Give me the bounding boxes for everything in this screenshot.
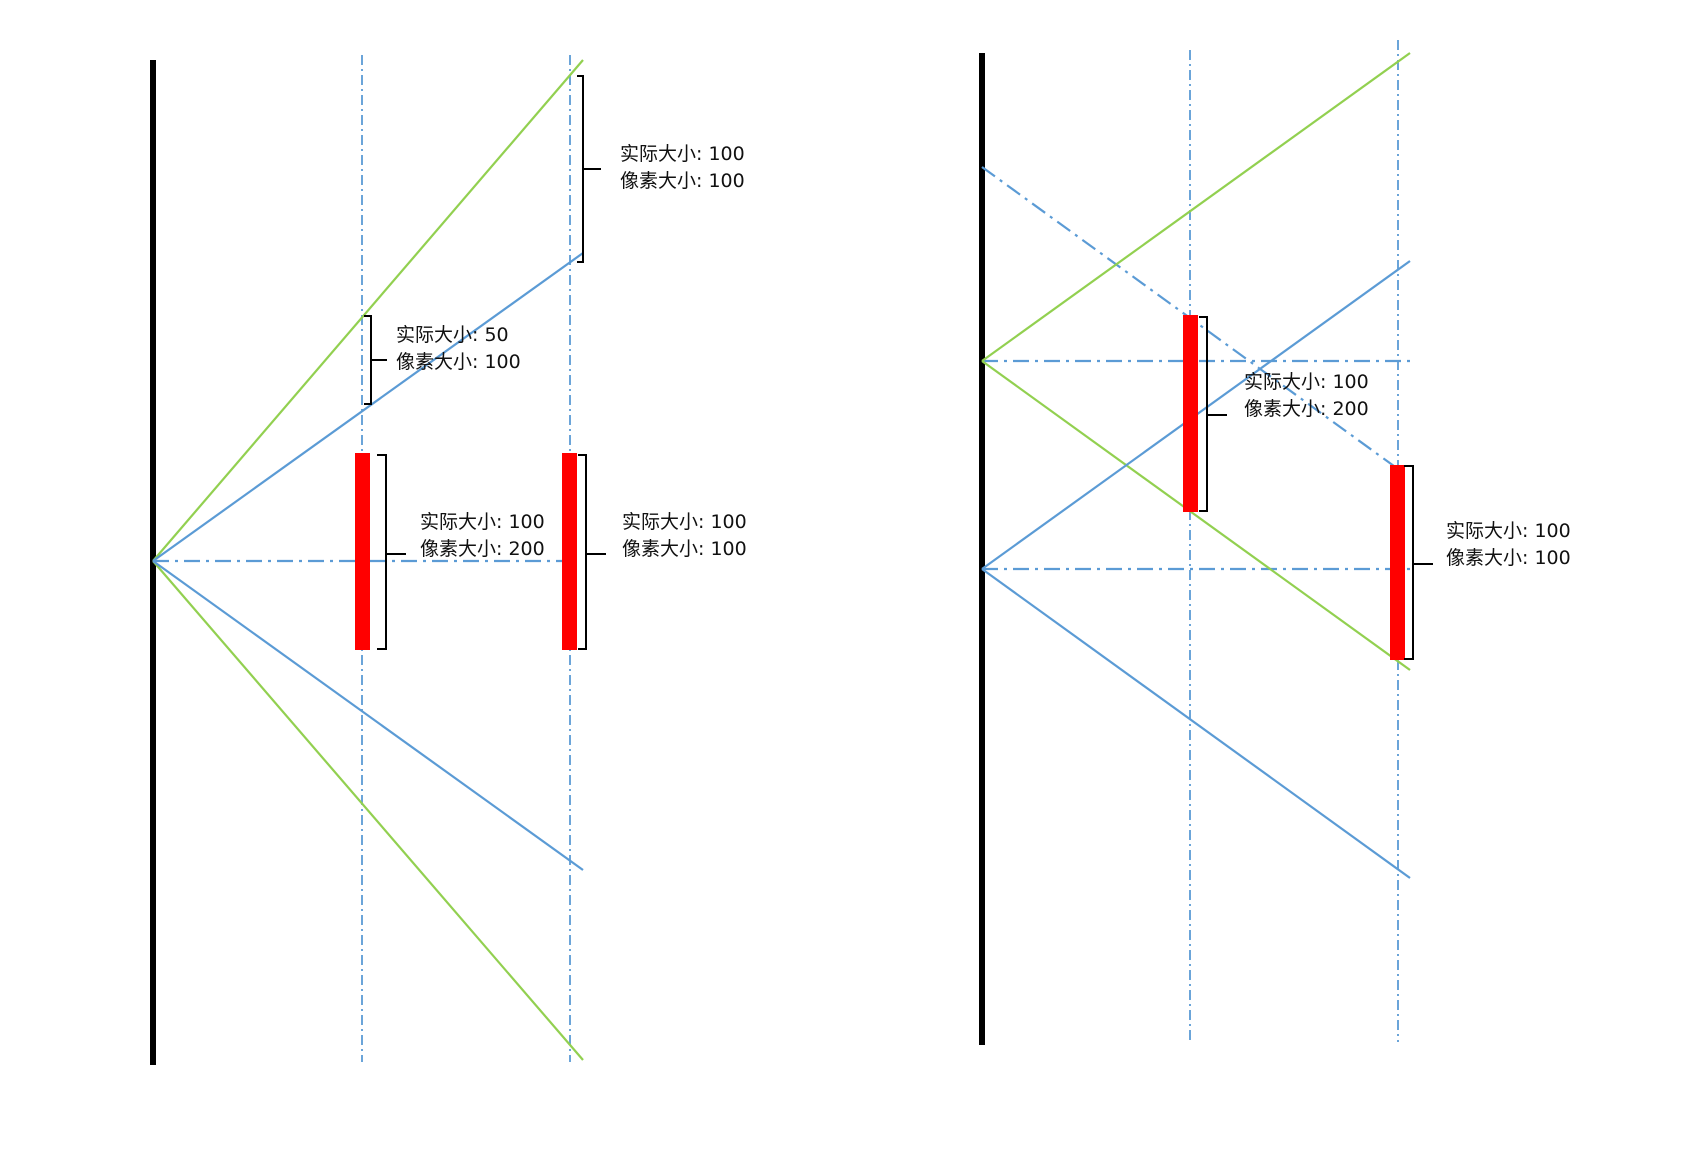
right-far-object-pixel-label: 像素大小: 100 (1446, 547, 1571, 569)
left-near-object (355, 453, 370, 650)
left-far-object-brace (578, 454, 606, 650)
left-top-far-brace (577, 75, 601, 263)
left-top-near-pixel-label: 像素大小: 100 (396, 351, 521, 373)
left-top-near-brace (364, 315, 387, 405)
left-blue-ray-lower (152, 560, 584, 871)
left-panel: 实际大小: 100 像素大小: 100 实际大小: 50 像素大小: 100 实… (150, 55, 747, 1065)
right-far-object-actual-label: 实际大小: 100 (1446, 520, 1571, 542)
left-near-object-brace (377, 454, 406, 650)
right-near-object (1183, 315, 1198, 512)
left-near-object-pixel-label: 像素大小: 200 (420, 538, 545, 560)
right-far-object-brace (1404, 465, 1433, 660)
right-near-object-actual-label: 实际大小: 100 (1244, 371, 1369, 393)
left-green-ray-lower (152, 560, 584, 1061)
left-top-far-pixel-label: 像素大小: 100 (620, 170, 745, 192)
left-far-object-actual-label: 实际大小: 100 (622, 511, 747, 533)
right-panel: 实际大小: 100 像素大小: 200 实际大小: 100 像素大小: 100 (979, 40, 1571, 1045)
left-far-object (562, 453, 577, 650)
right-blue-ray-lower (981, 568, 1411, 879)
left-near-object-actual-label: 实际大小: 100 (420, 511, 545, 533)
left-top-far-actual-label: 实际大小: 100 (620, 143, 745, 165)
right-near-object-brace (1199, 316, 1227, 512)
left-top-near-actual-label: 实际大小: 50 (396, 324, 509, 346)
right-green-ray-lower (981, 360, 1411, 671)
right-far-object (1390, 465, 1405, 660)
left-blue-ray-upper (152, 252, 584, 562)
left-far-object-pixel-label: 像素大小: 100 (622, 538, 747, 560)
right-near-object-pixel-label: 像素大小: 200 (1244, 398, 1369, 420)
left-green-ray-upper (152, 59, 584, 562)
right-green-ray-upper (981, 52, 1411, 362)
